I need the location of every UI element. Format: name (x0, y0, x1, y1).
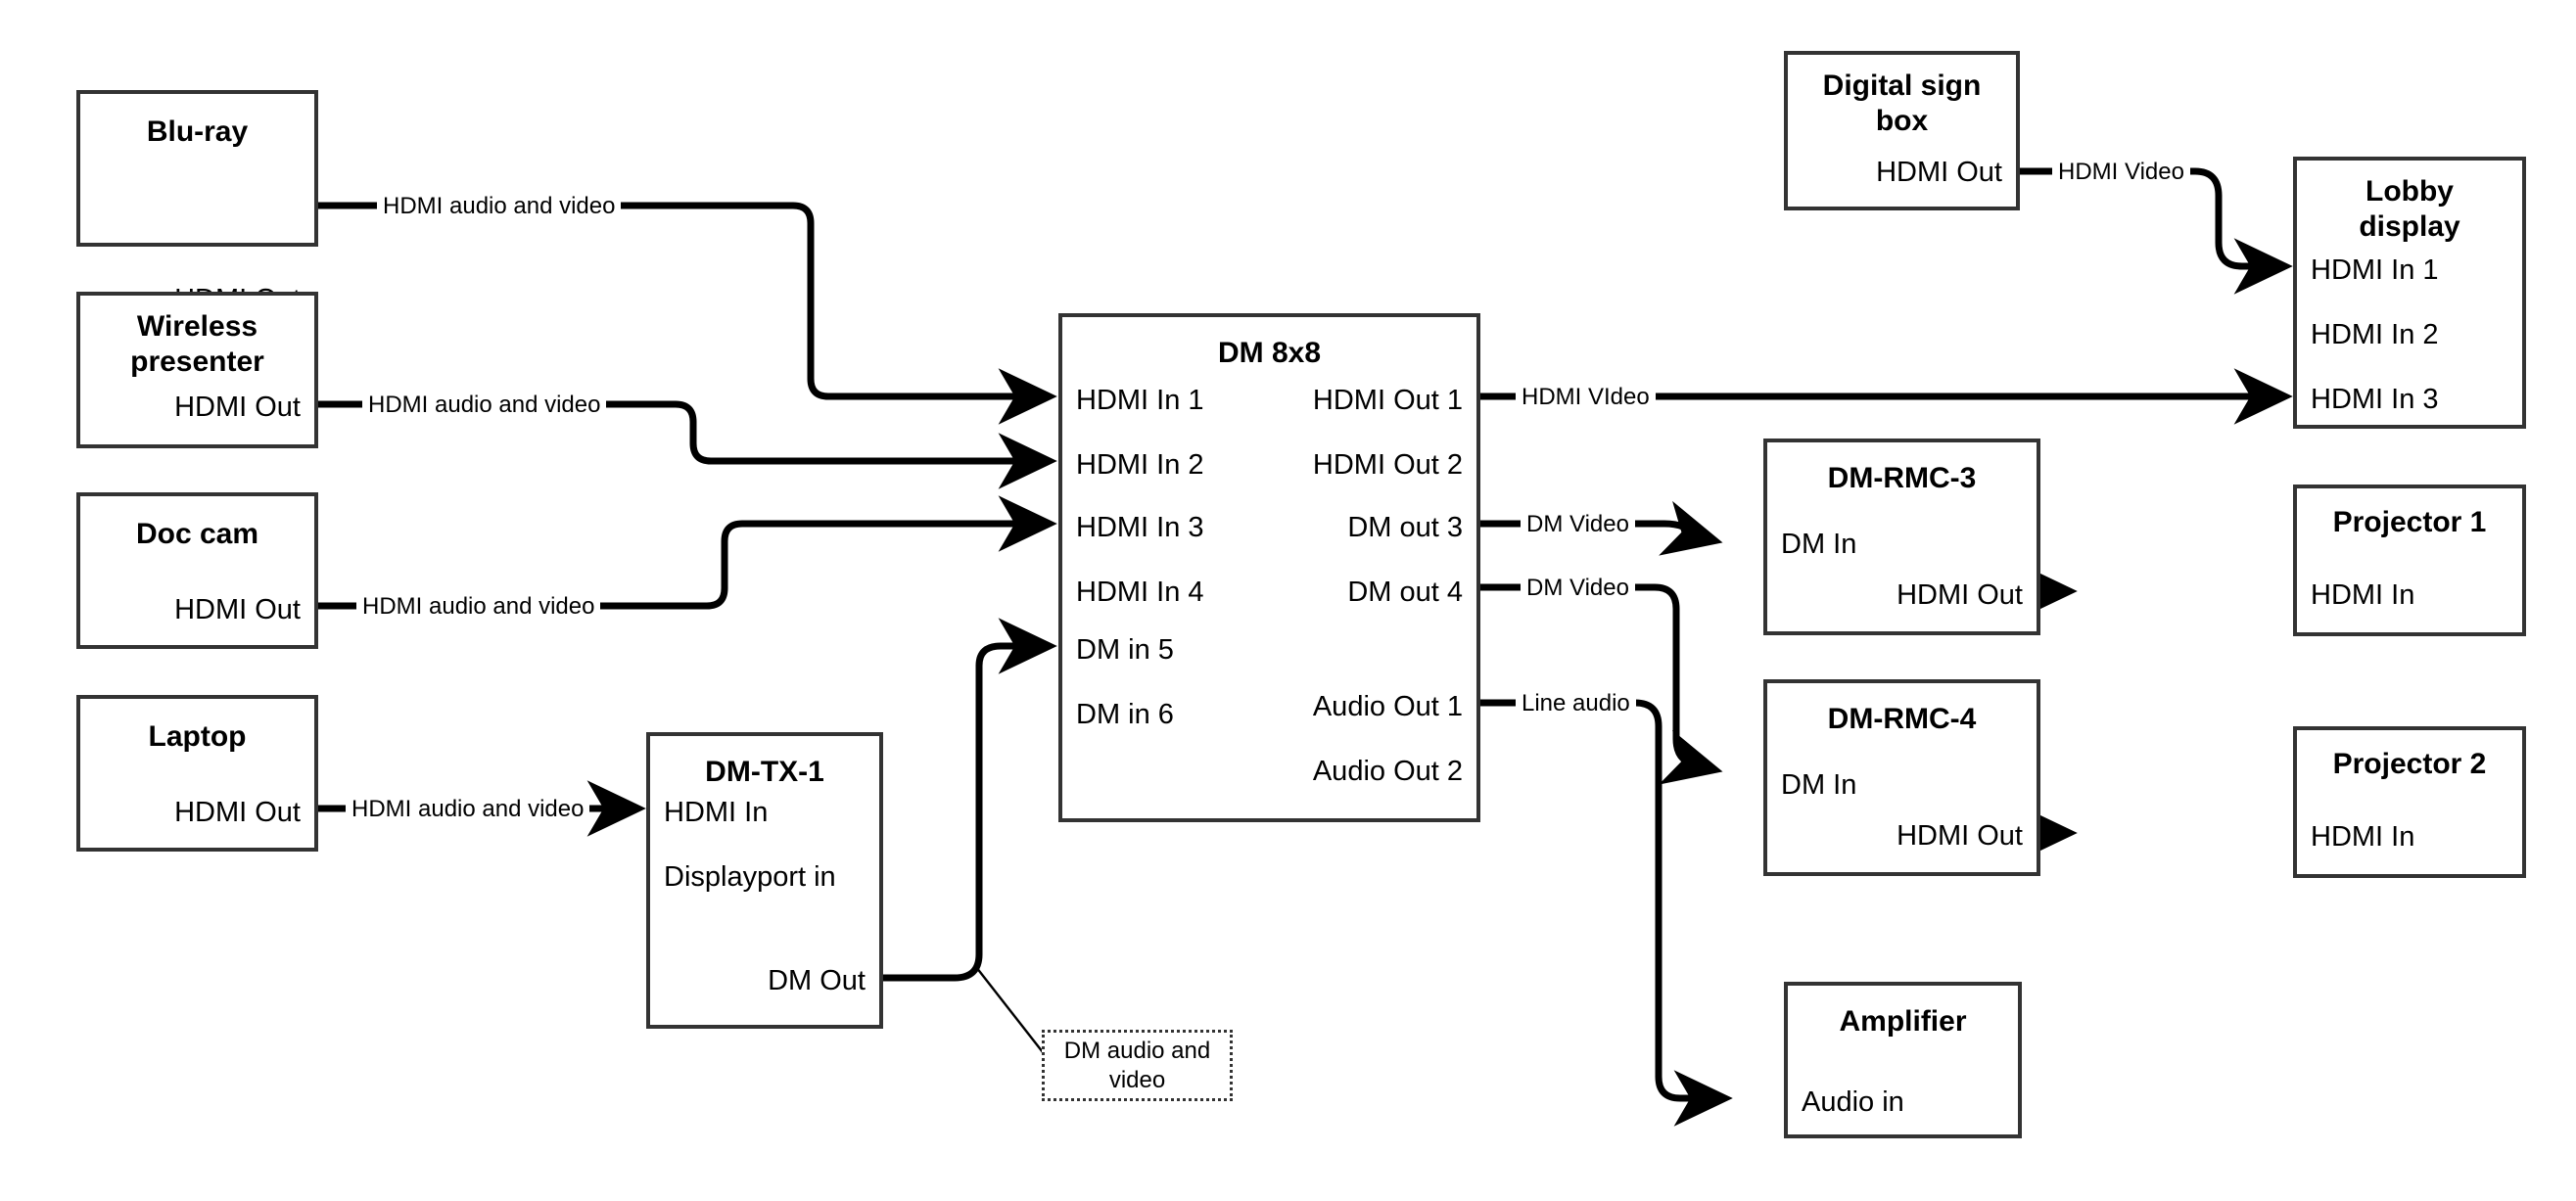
node-projector-2[interactable]: Projector 2 HDMI In (2293, 726, 2526, 878)
node-projector-1-title: Projector 1 (2332, 506, 2487, 538)
node-dm-rmc-3[interactable]: DM-RMC-3 DM In HDMI Out (1763, 439, 2040, 635)
node-dm-8x8-output-hdmi-out-1[interactable]: HDMI Out 1 (1312, 385, 1463, 416)
node-projector-2-title: Projector 2 (2332, 748, 2487, 780)
edge-label-dm8x8-out3-to-rmc3: DM Video (1521, 511, 1635, 538)
node-digital-sign-box-title-line2: box (1875, 105, 1929, 137)
node-dm-tx-1-port-hdmi-in[interactable]: HDMI In (664, 797, 769, 828)
node-bluray-title: Blu-ray (146, 115, 249, 148)
node-dm-rmc-4[interactable]: DM-RMC-4 DM In HDMI Out (1763, 679, 2040, 876)
edge-label-dm8x8-audio-to-amplifier: Line audio (1516, 690, 1636, 717)
node-doc-cam[interactable]: Doc cam HDMI Out (76, 492, 318, 649)
node-wireless-presenter-port-hdmi-out[interactable]: HDMI Out (174, 392, 301, 423)
node-projector-1-port-hdmi-in[interactable]: HDMI In (2311, 579, 2415, 611)
node-amplifier[interactable]: Amplifier Audio in (1784, 982, 2022, 1138)
node-dm-8x8-output-dm-out-4[interactable]: DM out 4 (1347, 577, 1463, 608)
node-dm-8x8-output-dm-out-3[interactable]: DM out 3 (1347, 512, 1463, 543)
node-bluray[interactable]: Blu-ray HDMI Out (76, 90, 318, 315)
wire-dmtx1-to-dm8x8 (883, 618, 1057, 982)
node-dm-8x8-output-audio-out-2[interactable]: Audio Out 2 (1312, 756, 1463, 787)
node-dm-8x8[interactable]: DM 8x8 HDMI In 1 HDMI In 2 HDMI In 3 HDM… (1058, 313, 1480, 822)
node-dm-rmc-3-port-dm-in[interactable]: DM In (1781, 529, 1857, 560)
node-projector-1[interactable]: Projector 1 HDMI In (2293, 485, 2526, 636)
node-digital-sign-box[interactable]: Digital sign box HDMI Out (1784, 51, 2020, 210)
node-dm-8x8-output-audio-out-1[interactable]: Audio Out 1 (1312, 691, 1463, 722)
node-dm-8x8-input-hdmi-in-1[interactable]: HDMI In 1 (1076, 385, 1204, 416)
edge-label-digitalsign-to-lobby: HDMI Video (2052, 159, 2190, 186)
node-dm-8x8-title: DM 8x8 (1217, 337, 1322, 369)
node-dm-8x8-output-hdmi-out-2[interactable]: HDMI Out 2 (1312, 449, 1463, 481)
node-digital-sign-box-title-line1: Digital sign (1822, 69, 1982, 102)
node-amplifier-title: Amplifier (1839, 1005, 1967, 1038)
node-lobby-display-input-hdmi-in-1[interactable]: HDMI In 1 (2311, 254, 2439, 286)
node-lobby-display-title-line2: display (2359, 210, 2460, 243)
node-dm-rmc-3-port-hdmi-out[interactable]: HDMI Out (1897, 579, 2023, 611)
node-dm-8x8-input-dm-in-6[interactable]: DM in 6 (1076, 699, 1174, 730)
node-dm-8x8-input-hdmi-in-3[interactable]: HDMI In 3 (1076, 512, 1204, 543)
node-dm-8x8-input-hdmi-in-4[interactable]: HDMI In 4 (1076, 577, 1204, 608)
node-lobby-display-title-line1: Lobby (2365, 175, 2454, 208)
node-dm-rmc-4-port-dm-in[interactable]: DM In (1781, 769, 1857, 801)
node-dm-tx-1-title: DM-TX-1 (705, 756, 824, 788)
wire-bluray-to-dm8x8 (318, 202, 1057, 425)
node-dm-tx-1-port-dm-out[interactable]: DM Out (768, 965, 866, 996)
node-laptop[interactable]: Laptop HDMI Out (76, 695, 318, 852)
wire-annotation-leader (975, 966, 1044, 1053)
node-lobby-display-input-hdmi-in-3[interactable]: HDMI In 3 (2311, 384, 2439, 415)
edge-label-wireless-to-dm8x8: HDMI audio and video (362, 392, 607, 419)
annotation-dm-audio-and-video: DM audio and video (1042, 1030, 1233, 1101)
node-laptop-title: Laptop (148, 720, 247, 753)
edge-label-doccam-to-dm8x8: HDMI audio and video (356, 593, 601, 621)
node-lobby-display[interactable]: Lobby display HDMI In 1 HDMI In 2 HDMI I… (2293, 157, 2526, 429)
wire-dm8x8-audio-to-amplifier (1480, 699, 1733, 1127)
node-wireless-presenter-title-line2: presenter (130, 346, 264, 378)
node-dm-rmc-4-port-hdmi-out[interactable]: HDMI Out (1897, 820, 2023, 852)
edge-label-laptop-to-dmtx1: HDMI audio and video (346, 796, 590, 823)
node-lobby-display-input-hdmi-in-2[interactable]: HDMI In 2 (2311, 319, 2439, 350)
edge-label-bluray-to-dm8x8: HDMI audio and video (377, 193, 622, 220)
node-dm-tx-1[interactable]: DM-TX-1 HDMI In Displayport in DM Out (646, 732, 883, 1029)
node-dm-tx-1-port-displayport-in[interactable]: Displayport in (664, 861, 836, 893)
edge-label-dm8x8-out4-to-rmc4: DM Video (1521, 575, 1635, 602)
node-doc-cam-title: Doc cam (135, 518, 259, 550)
node-dm-8x8-input-dm-in-5[interactable]: DM in 5 (1076, 634, 1174, 666)
node-digital-sign-box-port-hdmi-out[interactable]: HDMI Out (1876, 157, 2002, 188)
node-wireless-presenter[interactable]: Wireless presenter HDMI Out (76, 292, 318, 448)
node-dm-8x8-input-hdmi-in-2[interactable]: HDMI In 2 (1076, 449, 1204, 481)
node-amplifier-port-audio-in[interactable]: Audio in (1802, 1086, 1904, 1118)
node-dm-rmc-3-title: DM-RMC-3 (1827, 462, 1977, 494)
node-wireless-presenter-title-line1: Wireless (136, 310, 258, 343)
node-projector-2-port-hdmi-in[interactable]: HDMI In (2311, 821, 2415, 853)
edge-label-dm8x8-out1-to-lobby: HDMI VIdeo (1516, 384, 1656, 411)
wire-dm8x8-out4-to-rmc4 (1480, 583, 1723, 785)
node-laptop-port-hdmi-out[interactable]: HDMI Out (174, 797, 301, 828)
node-dm-rmc-4-title: DM-RMC-4 (1827, 703, 1977, 735)
node-doc-cam-port-hdmi-out[interactable]: HDMI Out (174, 594, 301, 625)
